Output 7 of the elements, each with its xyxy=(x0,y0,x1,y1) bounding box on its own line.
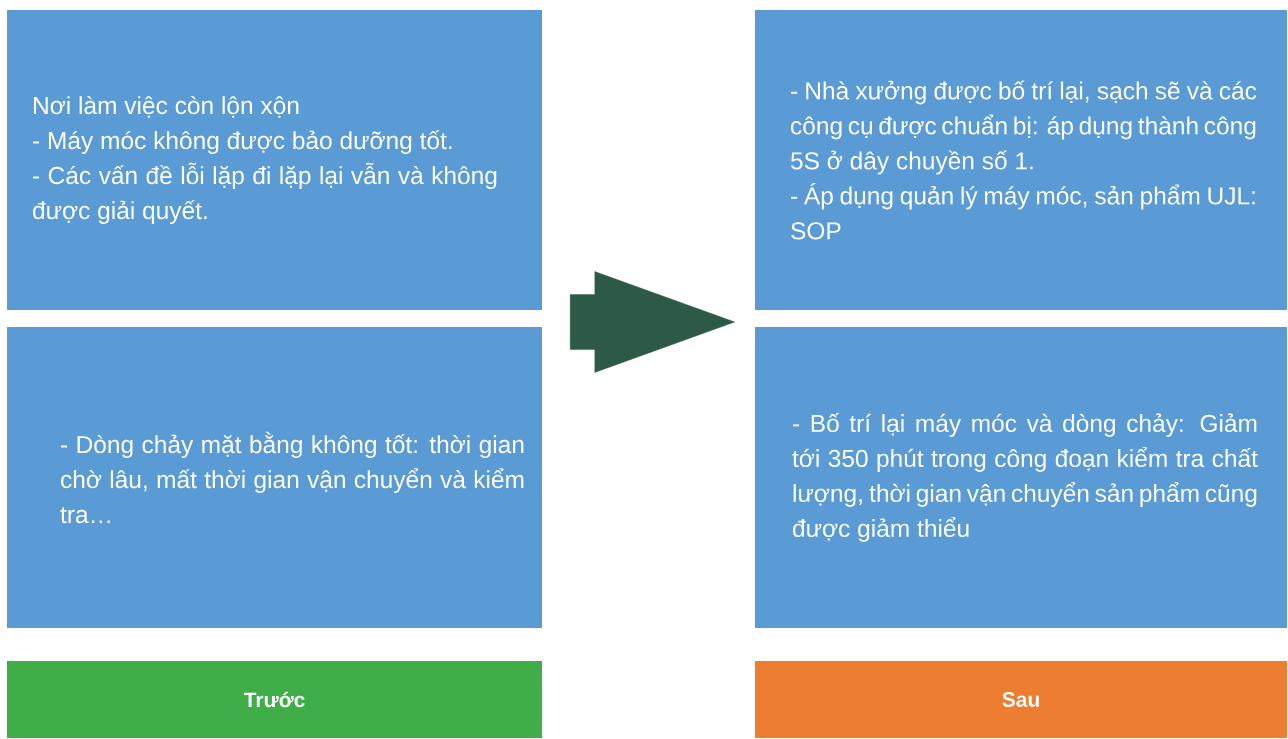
text-box: Nơi làm việc còn lộn xộn - Máy móc không được bảo dưỡng tốt. - Các vấn đề lỗi lặp đi lặp lại vẫn và không được giải quyết. xyxy=(7,10,542,310)
before-bar: Trước xyxy=(7,661,542,738)
after-bar: Sau xyxy=(755,661,1287,738)
text-box: - Nhà xưởng được bố trí lại, sạch sẽ và các công cụ được chuẩn bị: áp dụng thành công 5S ở dây chuyền số 1. - Áp dụng quản lý máy móc, sản phẩm UJL: SOP xyxy=(755,10,1287,310)
block-arrow xyxy=(570,271,735,373)
text-box: - Dòng chảy mặt bằng không tốt: thời gian chờ lâu, mất thời gian vận chuyển và kiểm tra… xyxy=(7,327,542,628)
text-box: - Bố trí lại máy móc và dòng chảy: Giảm tới 350 phút trong công đoạn kiểm tra chất lượng, thời gian vận chuyển sản phẩm cũng được giảm thiểu xyxy=(755,327,1287,628)
